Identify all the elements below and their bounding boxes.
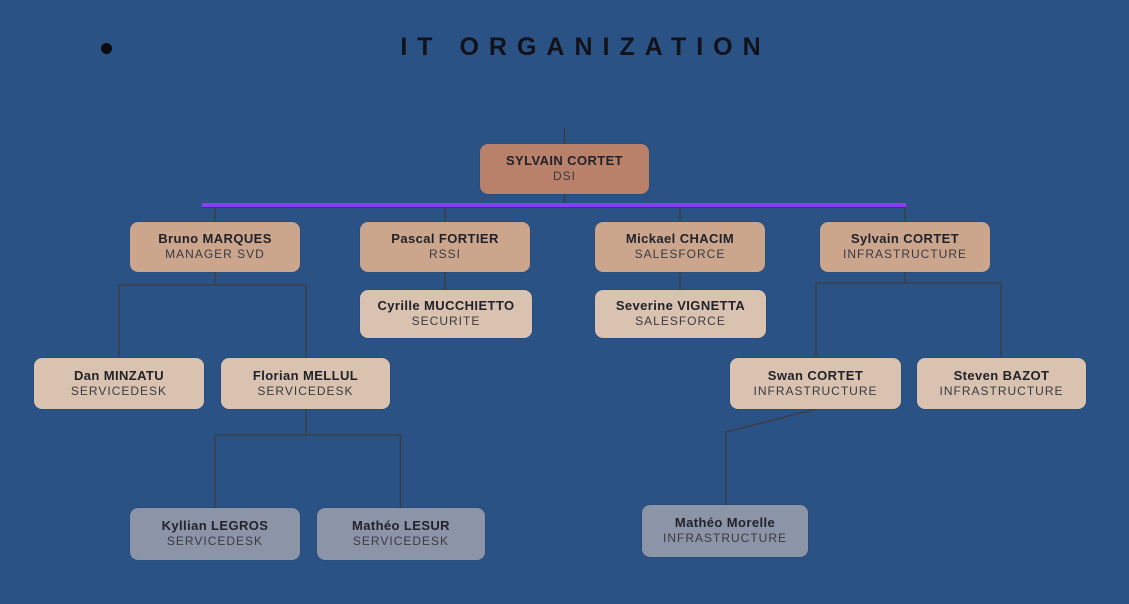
person-name: Cyrille MUCCHIETTO — [377, 298, 515, 314]
person-name: Pascal FORTIER — [391, 231, 499, 247]
org-node-dan-minzatu: Dan MINZATU SERVICEDESK — [34, 358, 204, 409]
person-name: Mathéo LESUR — [352, 518, 450, 534]
org-node-matheo-morelle: Mathéo Morelle INFRASTRUCTURE — [642, 505, 808, 557]
person-name: Swan CORTET — [767, 367, 864, 383]
person-role: RSSI — [428, 247, 461, 262]
org-node-sylvain-cortet-infrastructure: Sylvain CORTET INFRASTRUCTURE — [820, 222, 990, 272]
person-name: Bruno MARQUES — [158, 231, 272, 247]
org-node-pascal-fortier: Pascal FORTIER RSSI — [360, 222, 530, 272]
person-role: INFRASTRUCTURE — [939, 383, 1064, 398]
person-name: Florian MELLUL — [252, 367, 359, 383]
person-role: SERVICEDESK — [166, 534, 264, 549]
org-node-sylvain-cortet-dsi: SYLVAIN CORTET DSI — [480, 144, 649, 194]
person-role: INFRASTRUCTURE — [663, 531, 787, 546]
org-node-kyllian-legros: Kyllian LEGROS SERVICEDESK — [130, 508, 300, 560]
person-role: INFRASTRUCTURE — [753, 383, 878, 398]
org-node-florian-mellul: Florian MELLUL SERVICEDESK — [221, 358, 390, 409]
person-name: Mathéo Morelle — [674, 515, 776, 531]
page-title: IT ORGANIZATION — [400, 33, 771, 61]
person-name: Severine VIGNETTA — [615, 298, 746, 314]
person-name: Kyllian LEGROS — [161, 518, 269, 534]
person-name: Steven BAZOT — [953, 367, 1050, 383]
person-role: SALESFORCE — [635, 314, 726, 329]
org-node-swan-cortet: Swan CORTET INFRASTRUCTURE — [730, 358, 901, 409]
purple-connector-bar — [202, 203, 906, 208]
person-name: SYLVAIN CORTET — [505, 153, 624, 169]
person-role: INFRASTRUCTURE — [843, 247, 967, 262]
org-node-severine-vignetta: Severine VIGNETTA SALESFORCE — [595, 290, 766, 338]
person-role: SALESFORCE — [634, 247, 726, 262]
org-node-matheo-lesur: Mathéo LESUR SERVICEDESK — [317, 508, 485, 560]
person-name: Sylvain CORTET — [850, 231, 960, 247]
org-node-mickael-chacim: Mickael CHACIM SALESFORCE — [595, 222, 765, 272]
org-node-bruno-marques: Bruno MARQUES MANAGER SVD — [130, 222, 300, 272]
person-role: SERVICEDESK — [352, 534, 450, 549]
person-role: SECURITE — [411, 314, 481, 329]
bullet-dot — [101, 43, 112, 54]
org-node-steven-bazot: Steven BAZOT INFRASTRUCTURE — [917, 358, 1086, 409]
person-role: MANAGER SVD — [165, 247, 265, 262]
person-role: SERVICEDESK — [257, 383, 354, 398]
org-node-cyrille-mucchietto: Cyrille MUCCHIETTO SECURITE — [360, 290, 532, 338]
person-name: Mickael CHACIM — [625, 231, 735, 247]
person-role: SERVICEDESK — [70, 383, 168, 398]
person-role: DSI — [552, 169, 576, 184]
person-name: Dan MINZATU — [73, 367, 165, 383]
